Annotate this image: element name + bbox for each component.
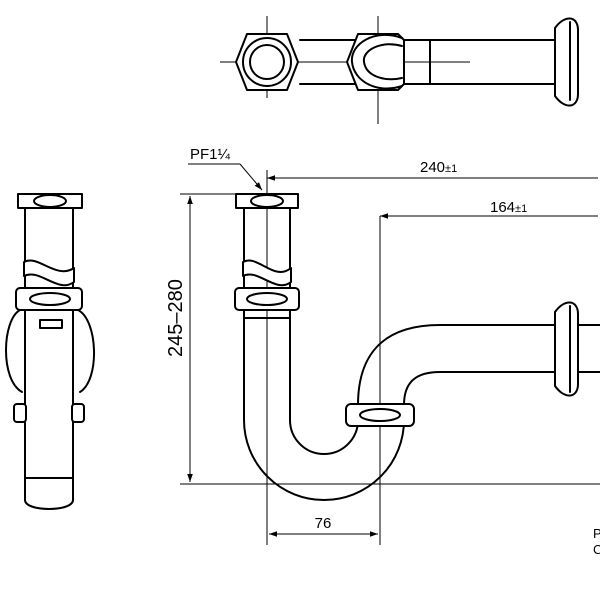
dim-bend-width: 76 [315,515,332,532]
top-view [220,16,579,124]
thread-label: PF1¼ [190,146,231,163]
front-view [234,170,600,545]
dim-total-length-value: 240 [420,159,445,176]
dim-total-length: 240±1 [420,159,457,176]
dim-total-length-tol: ±1 [445,163,457,175]
side-view [5,193,96,510]
dim-trap-offset-value: 164 [490,199,515,216]
corner-fragment-2: C [593,542,600,557]
dim-trap-offset-tol: ±1 [515,203,527,215]
corner-fragment-1: P [593,526,600,541]
dim-height-range: 245–280 [165,279,187,357]
dimensions [180,163,600,537]
dim-trap-offset: 164±1 [490,199,527,216]
